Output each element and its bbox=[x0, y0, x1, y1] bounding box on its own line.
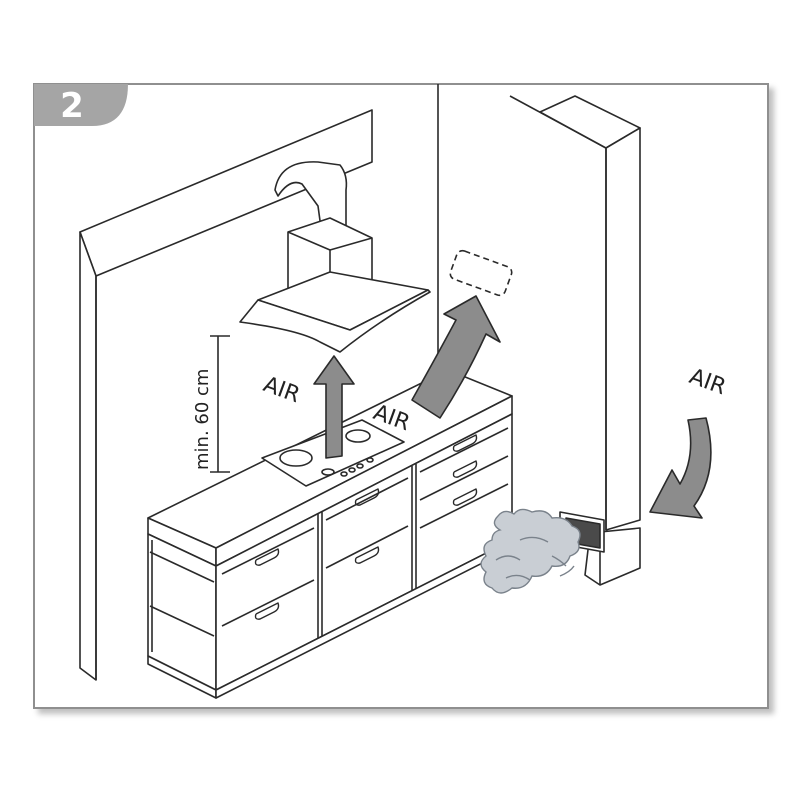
air-arrow-right bbox=[649, 417, 712, 519]
air-arrows bbox=[313, 295, 712, 519]
cabinet-front bbox=[215, 413, 513, 699]
hob-knob bbox=[348, 467, 356, 473]
hob-knob bbox=[366, 457, 374, 463]
drawer-handle bbox=[354, 546, 380, 564]
cooker-hood bbox=[239, 161, 431, 353]
hob-knob bbox=[356, 463, 364, 469]
svg-text:2: 2 bbox=[60, 86, 84, 126]
hob-burner bbox=[321, 468, 335, 476]
wall-pillar-right bbox=[539, 95, 641, 531]
air-arrow-up bbox=[313, 355, 355, 459]
drawer-handle bbox=[254, 548, 280, 566]
step-badge: 2 bbox=[34, 84, 128, 126]
cabinet-side bbox=[147, 533, 217, 699]
drawer-handle bbox=[254, 602, 280, 620]
drawer-handle bbox=[452, 434, 478, 452]
kitchen-wall-left bbox=[79, 109, 373, 681]
outdoor-vent-outline bbox=[449, 249, 513, 297]
drawer-handle bbox=[452, 488, 478, 506]
hob-knob bbox=[340, 471, 348, 477]
min-height-dimension bbox=[210, 335, 230, 473]
air-puff-icon bbox=[480, 508, 581, 594]
drawer-handle bbox=[452, 460, 478, 478]
hob-burner bbox=[345, 429, 371, 443]
drawer-handles bbox=[254, 434, 478, 620]
hob-burner bbox=[279, 449, 313, 467]
drawer-handle bbox=[354, 488, 380, 506]
air-arrow-diagonal bbox=[411, 295, 501, 419]
min-height-label: min. 60 cm bbox=[192, 369, 213, 470]
